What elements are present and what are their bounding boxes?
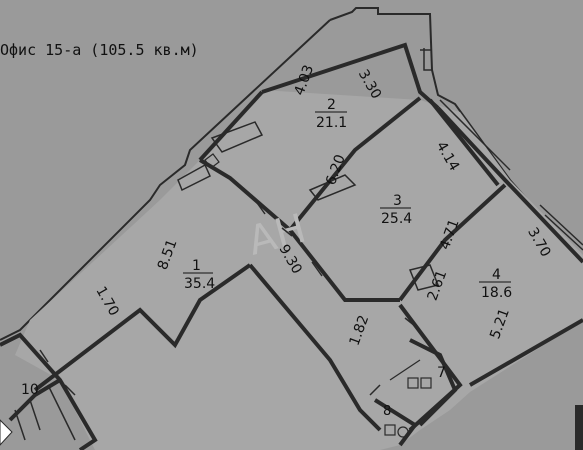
room-area-1: 35.4 — [184, 276, 215, 292]
room-number-8: 8 — [383, 404, 391, 419]
room-number-2: 2 — [327, 97, 336, 113]
wall-ticks — [39, 199, 416, 396]
room-number-1: 1 — [192, 258, 201, 274]
outer-walls — [0, 7, 583, 341]
room-number-7: 7 — [437, 365, 446, 381]
windows — [14, 48, 583, 441]
room-area-2: 21.1 — [316, 115, 347, 131]
corner-mark — [0, 419, 13, 446]
room-number-10: 10 — [21, 382, 39, 398]
walls — [0, 42, 583, 450]
room-area-4: 18.6 — [481, 285, 512, 301]
room-area-3: 25.4 — [381, 211, 412, 227]
room-number-4: 4 — [492, 267, 501, 283]
fixtures — [204, 153, 432, 438]
bottom-right-mark — [575, 405, 583, 450]
room-labels: 1 35.4 2 21.1 3 25.4 4 18.6 7 8 10 — [21, 97, 512, 419]
page-title: Офис 15-а (105.5 кв.м) — [0, 41, 199, 59]
dimension-4-03: 4.03 — [292, 63, 318, 98]
room-number-3: 3 — [393, 193, 402, 209]
